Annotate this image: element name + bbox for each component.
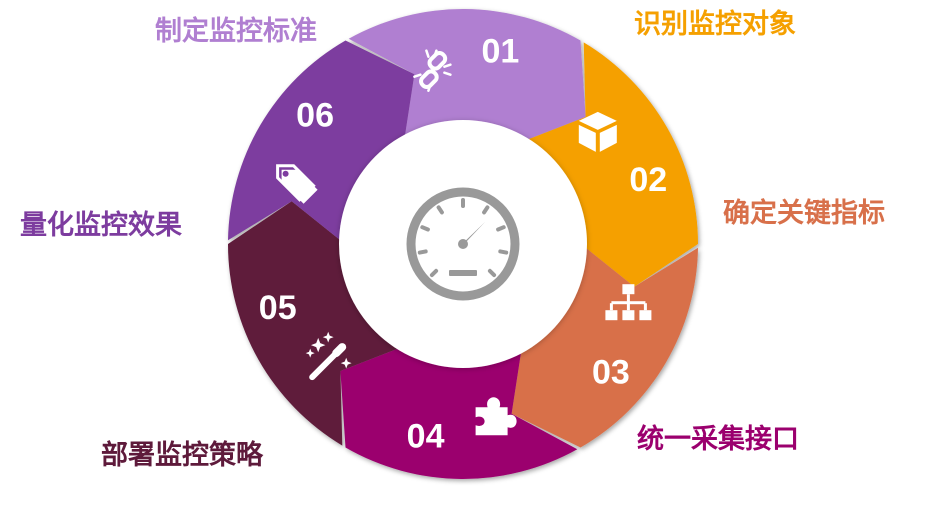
segment-number-06: 06 (296, 96, 334, 134)
segment-label-05: 部署监控策略 (101, 440, 263, 471)
cube-icon (578, 111, 617, 152)
broken-link-icon (413, 49, 452, 92)
segment-04 (340, 346, 578, 479)
segment-label-06: 量化监控效果 (20, 210, 182, 241)
segment-number-03: 03 (592, 354, 630, 392)
segment-number-05: 05 (259, 289, 297, 327)
segment-label-02: 识别监控对象 (634, 9, 796, 40)
segment-number-02: 02 (629, 161, 667, 199)
org-chart-icon (605, 284, 652, 321)
segment-number-04: 04 (407, 417, 445, 455)
segment-label-04: 统一采集接口 (637, 424, 799, 455)
segment-02 (522, 42, 698, 287)
segment-label-03: 确定关键指标 (723, 198, 885, 229)
tags-icon (276, 164, 318, 204)
segment-label-01: 制定监控标准 (155, 16, 317, 47)
segment-03 (511, 244, 698, 448)
speedometer-icon (406, 187, 520, 301)
magic-wand-icon (305, 331, 352, 381)
puzzle-icon (475, 397, 517, 436)
segment-05 (228, 201, 404, 446)
segment-number-01: 01 (481, 33, 519, 71)
segment-06 (228, 40, 415, 244)
segment-01 (348, 9, 586, 142)
